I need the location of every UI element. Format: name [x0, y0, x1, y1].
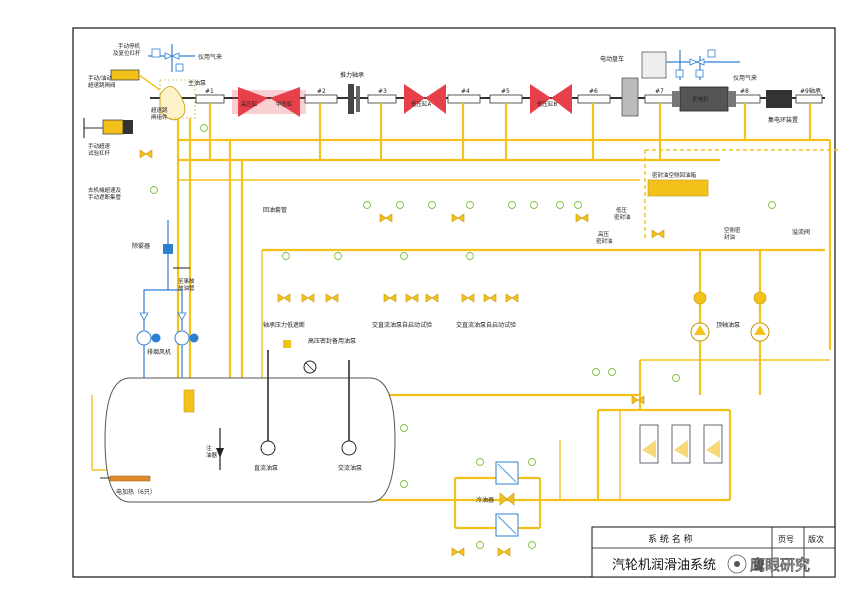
- watermark: 鹰眼研究: [727, 554, 810, 574]
- ac-pump-label: 交流油泵: [338, 464, 362, 472]
- lp-a-label: 低压缸A: [411, 100, 432, 108]
- page-label: 页号: [778, 535, 794, 544]
- heater-label: 电加热（6只）: [116, 488, 156, 496]
- title-block: 系 统 名 称 页号 版次 汽轮机润滑油系统: [591, 526, 836, 578]
- oil-piping: [91, 103, 840, 530]
- valves: [139, 149, 665, 557]
- strainer-label: 注油器: [206, 444, 218, 459]
- generator: 发电机: [672, 86, 736, 112]
- main-oil-pump: [159, 79, 196, 121]
- air-seal-label: 空侧密封油: [724, 226, 741, 241]
- filter-bank: [639, 424, 723, 464]
- hp-seal-label: 高压密封油: [596, 230, 613, 245]
- overflow-valve-label: 溢流阀: [792, 228, 810, 236]
- collector-ring: [766, 90, 792, 108]
- jacking-pump-label: 顶轴油泵: [716, 321, 740, 329]
- manual-trip-gear: [83, 69, 161, 138]
- exhaust-system: [136, 220, 199, 378]
- manual-stop-label: 手动停机及复位杠杆: [113, 42, 141, 57]
- oil-coolers: [495, 461, 519, 537]
- system-label: 系 统 名 称: [648, 533, 693, 545]
- bearing-5-label: #5: [501, 88, 510, 95]
- mech-overspeed-label: 去机械超速及手动遮断集管: [88, 186, 122, 201]
- demister-label: 除雾器: [132, 242, 150, 250]
- manual-overspeed-label: 手动/油动超速跳闸阀: [88, 74, 116, 89]
- ip-cylinder-label: 中压缸: [276, 100, 293, 108]
- ac-pump-test-1-label: 交直流油泵自启动试验: [372, 321, 432, 329]
- tank-pumps: [216, 340, 357, 470]
- instrument-air-right-label: 仪用气来: [733, 74, 757, 82]
- hp-seal-backup-label: 高压密封备用油泵: [308, 337, 356, 345]
- bearing-6-label: #6: [589, 88, 598, 95]
- drawing-frame: [72, 27, 836, 578]
- return-header-label: 回油套管: [263, 206, 287, 214]
- thrust-bearing: [348, 84, 360, 114]
- bearing-4-label: #4: [461, 88, 470, 95]
- barring-gear: [621, 51, 667, 117]
- generator-label: 发电机: [692, 95, 709, 103]
- system-name: 汽轮机润滑油系统: [612, 558, 716, 573]
- bearing-low-trip-label: 轴承压力低遮断: [263, 321, 305, 329]
- instrument-air-left: [148, 44, 195, 72]
- bearing-8-label: #8: [740, 88, 749, 95]
- barring-gear-label: 电动盘车: [600, 55, 624, 63]
- pressure-gauges: [150, 124, 776, 549]
- lp-b-label: 低压缸B: [537, 100, 558, 108]
- ac-pump-test-2-label: 交直流油泵自启动试验: [456, 321, 516, 329]
- instrument-air-left-label: 仪用气来: [198, 53, 222, 61]
- lp-casing-a: 低压缸A: [404, 84, 446, 114]
- bearing-3-label: #3: [378, 88, 387, 95]
- watermark-text: 鹰眼研究: [750, 556, 810, 574]
- seal-oil-tank: [647, 179, 709, 197]
- lp-casing-b: 低压缸B: [530, 84, 572, 114]
- bearing-1-label: #1: [205, 88, 214, 95]
- instrument-air-right: [666, 49, 740, 80]
- thrust-bearing-label: 推力轴承: [340, 71, 364, 79]
- manual-trip-lever-label: 手动超速试验杠杆: [88, 142, 111, 157]
- bearing-7-label: #7: [655, 88, 664, 95]
- cooler-label: 冷油器: [476, 496, 494, 504]
- dc-pump-label: 直流油泵: [254, 464, 278, 472]
- main-pump-label: 主油泵: [188, 79, 206, 87]
- exhaust-fan-label: 排烟风机: [147, 348, 171, 356]
- oil-tank: [104, 377, 396, 503]
- bearing-2-label: #2: [317, 88, 326, 95]
- overspeed-assembly-label: 超速跳闸组件: [151, 106, 168, 121]
- hp-cylinder-label: 高压缸: [241, 100, 258, 108]
- jacking-oil-pumps: [690, 291, 770, 342]
- collector-ring-label: 集电环装置: [768, 116, 798, 124]
- electric-heater: [100, 475, 151, 482]
- hp-casing: 高压缸 中压缸: [232, 87, 306, 117]
- seal-oil-tank-label: 密封油空侧回油箱: [652, 171, 697, 179]
- lp-seal-label: 低压密封油: [614, 206, 631, 221]
- to-vent-label: 至事故放油管: [178, 277, 195, 292]
- bearing-9-label: #9轴承: [800, 87, 821, 95]
- version-label: 版次: [808, 534, 824, 544]
